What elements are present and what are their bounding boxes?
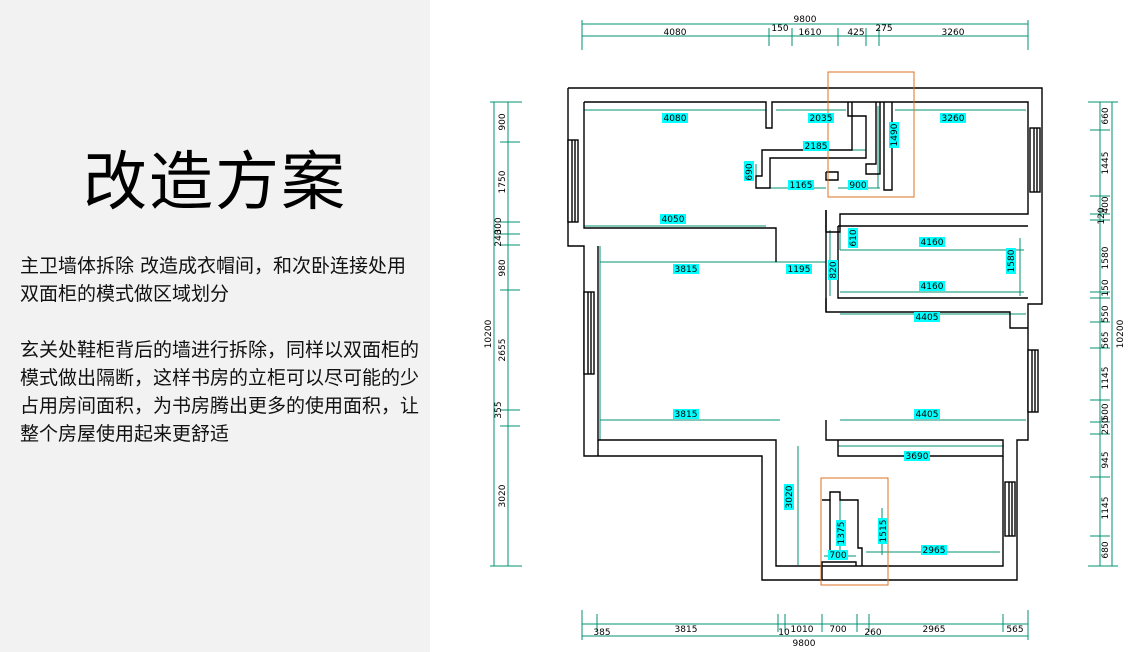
room-dim-r18: 3815	[675, 410, 698, 420]
dim-bottom-5: 260	[864, 628, 881, 638]
dim-left-5: 2655	[498, 339, 508, 362]
room-dim-r4: 3260	[942, 114, 965, 124]
dim-right-12: 1145	[1101, 497, 1111, 520]
dim-right-9: 500	[1101, 403, 1111, 420]
dim-top-3: 425	[847, 28, 864, 38]
dim-left-3: 240	[494, 229, 504, 246]
dim-bottom-6: 2965	[923, 625, 946, 635]
room-dim-r22: 1375	[837, 522, 847, 545]
dim-right-8: 1145	[1101, 367, 1111, 390]
dim-top-5: 3260	[942, 28, 965, 38]
description-panel: 改造方案 主卫墙体拆除 改造成衣帽间，和次卧连接处用双面柜的模式做区域划分 玄关…	[0, 0, 430, 652]
dim-bottom-1: 3815	[675, 625, 698, 635]
closet-highlight	[827, 71, 915, 198]
dimension-lines	[490, 20, 1118, 640]
dim-right-5: 150	[1101, 279, 1111, 296]
description-paragraph-1: 主卫墙体拆除 改造成衣帽间，和次卧连接处用双面柜的模式做区域划分	[20, 255, 407, 305]
dim-bottom-3: 1010	[791, 625, 814, 635]
room-dim-r25: 2965	[923, 546, 946, 556]
room-dim-r9: 4050	[662, 215, 685, 225]
room-dim-r15: 1580	[1007, 249, 1017, 272]
dim-top-4: 275	[875, 24, 892, 34]
room-dim-r20: 3690	[906, 452, 929, 462]
room-dim-r2: 2035	[810, 114, 833, 124]
room-dim-r10: 3815	[675, 265, 698, 275]
dim-right-7: 565	[1101, 331, 1111, 348]
dim-bottom-4: 700	[829, 625, 846, 635]
room-labels: 4080 2035 1490 3260 2185 690 1165 900 40…	[660, 113, 1017, 561]
dim-left-4: 980	[498, 259, 508, 276]
dim-right-2: 400	[1101, 196, 1111, 213]
walls	[567, 87, 1043, 581]
dim-left-7: 3020	[498, 484, 508, 507]
room-dim-r12: 820	[829, 261, 839, 278]
dimension-labels: 9800 4080 150 1610 425 275 3260 385 3815…	[484, 15, 1126, 649]
room-dim-r16: 4160	[921, 282, 944, 292]
dim-right-11: 945	[1101, 451, 1111, 468]
room-dim-r8: 900	[849, 181, 866, 191]
dim-top-total: 9800	[794, 15, 817, 25]
dim-right-total: 10200	[1116, 319, 1126, 348]
page-title: 改造方案	[83, 146, 347, 220]
dim-bottom-0: 385	[593, 628, 610, 638]
dim-top-1: 150	[771, 24, 788, 34]
room-dim-r13: 610	[849, 229, 859, 246]
dim-left-total: 10200	[484, 319, 494, 348]
dim-top-0: 4080	[664, 28, 687, 38]
dim-bottom-7: 565	[1006, 625, 1023, 635]
room-dim-r5: 2185	[805, 142, 828, 152]
renovation-highlights	[820, 71, 915, 586]
room-dim-r7: 1165	[790, 181, 813, 191]
dim-right-13: 680	[1101, 541, 1111, 558]
floor-plan: 9800 4080 150 1610 425 275 3260 385 3815…	[484, 15, 1126, 649]
dim-left-6: 355	[494, 401, 504, 418]
dim-bottom-2: 10	[778, 628, 790, 638]
dim-left-1: 1750	[498, 170, 508, 193]
dim-right-3: 120	[1097, 207, 1107, 224]
dim-right-1: 1445	[1101, 152, 1111, 175]
dim-right-0: 660	[1101, 107, 1111, 124]
room-dim-r11: 1195	[788, 265, 811, 275]
room-dim-r17: 4405	[916, 313, 939, 323]
dim-right-10: 250	[1101, 417, 1111, 434]
room-dim-r24: 700	[829, 551, 846, 561]
dim-bottom-total: 9800	[793, 639, 816, 649]
dim-right-4: 1580	[1101, 246, 1111, 269]
room-dim-r14: 4160	[921, 238, 944, 248]
room-dim-r23: 1515	[879, 520, 889, 543]
description-paragraph-2: 玄关处鞋柜背后的墙进行拆除，同样以双面柜的模式做出隔断，这样书房的立柜可以尽可能…	[20, 339, 420, 445]
room-dim-r21: 3020	[785, 485, 795, 508]
room-dim-r3: 1490	[890, 123, 900, 146]
room-dim-r6: 690	[745, 163, 755, 180]
dim-top-2: 1610	[799, 28, 822, 38]
entry-highlight	[820, 477, 889, 586]
room-dim-r1: 4080	[664, 114, 687, 124]
dim-left-2: 300	[494, 217, 504, 234]
room-dim-r19: 4405	[916, 410, 939, 420]
room-dimension-lines	[584, 106, 1026, 565]
dim-right-6: 550	[1101, 305, 1111, 322]
dim-left-0: 900	[498, 113, 508, 130]
